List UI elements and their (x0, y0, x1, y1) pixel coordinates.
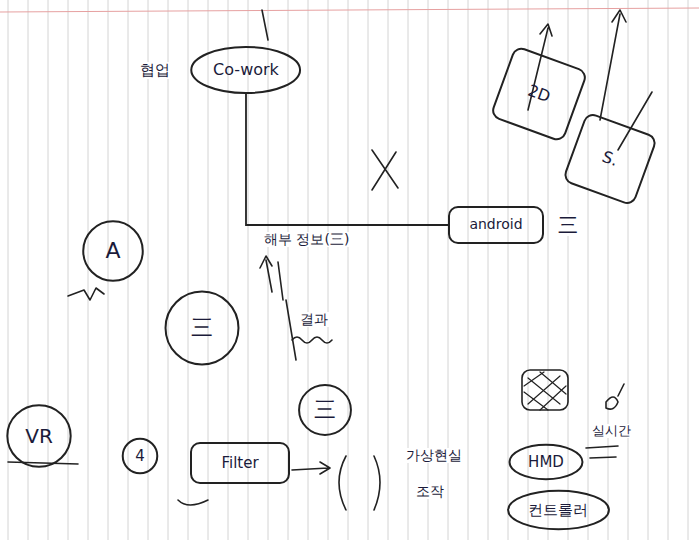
circle-node: 三 (164, 290, 240, 366)
ellipse-node: 컨트롤러 (506, 490, 611, 530)
circle-node: VR (6, 404, 72, 468)
node-text: VR (25, 425, 53, 447)
connector-line (246, 94, 448, 225)
note-text: 협업 (138, 62, 172, 79)
process-box: Filter (190, 442, 290, 484)
square-node: S. (562, 111, 659, 207)
node-text: android (469, 217, 522, 232)
square-node: 2D (489, 45, 588, 143)
node-text: HMD (528, 454, 564, 471)
node-text: 三 (314, 398, 336, 422)
node-text: A (105, 239, 120, 263)
note-text: 해부 정보(三) (262, 232, 351, 247)
circle-node: 4 (122, 438, 158, 474)
note-text: 가상현실 (404, 448, 464, 463)
note-text: 조작 (414, 484, 446, 499)
ellipse-node: HMD (508, 444, 584, 480)
process-box: android (448, 206, 544, 244)
circle-node: 三 (298, 384, 352, 436)
circle-node: A (82, 220, 144, 282)
note-text: 三 (556, 214, 580, 236)
node-text: S. (600, 148, 620, 170)
node-text: 2D (525, 82, 552, 106)
note-text: 결과 (298, 312, 330, 327)
node-text: Co-work (213, 61, 279, 79)
ellipse-node: Co-work (189, 46, 302, 94)
node-text: 4 (135, 448, 145, 465)
node-text: 컨트롤러 (528, 502, 588, 519)
node-text: Filter (221, 455, 258, 472)
note-text: 실시간 (590, 424, 633, 438)
node-text: 三 (191, 316, 213, 340)
